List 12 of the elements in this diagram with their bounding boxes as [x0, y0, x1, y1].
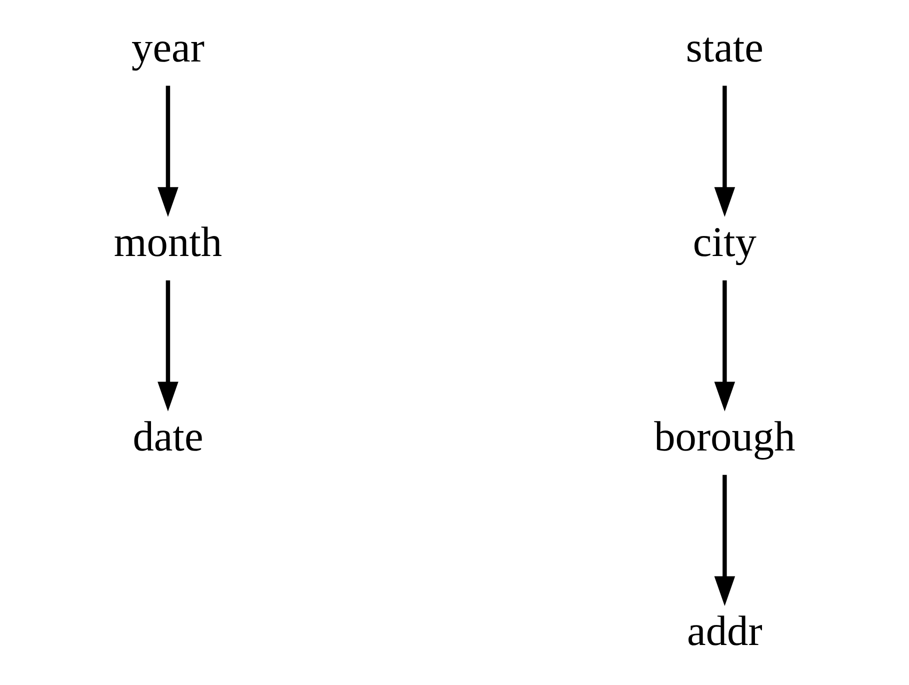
node-text: addr	[686, 608, 762, 656]
node-text: month	[113, 219, 222, 266]
node-text: state	[685, 24, 763, 72]
arrow	[714, 474, 735, 606]
arrow	[714, 280, 735, 412]
node-text: borough	[654, 414, 795, 461]
arrow	[714, 86, 735, 217]
arrow	[157, 86, 178, 217]
node-text: date	[132, 414, 203, 461]
node-text: year	[131, 24, 204, 72]
arrow	[157, 280, 178, 412]
node-text: city	[692, 219, 756, 266]
